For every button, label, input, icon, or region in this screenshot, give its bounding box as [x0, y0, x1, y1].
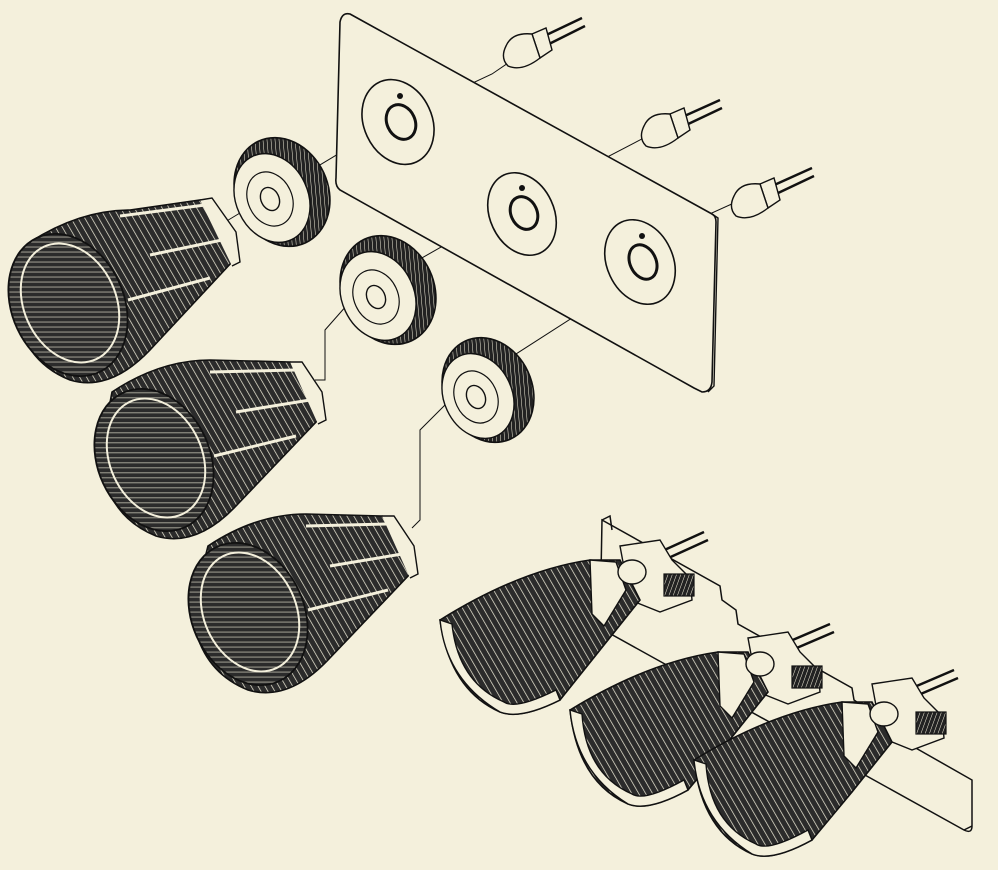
reflector-2 — [93, 359, 327, 540]
gear-2 — [339, 234, 437, 346]
reflector-1 — [7, 197, 241, 384]
plate-hole-3 — [603, 218, 677, 306]
led-2 — [640, 98, 723, 149]
reflector-3 — [187, 513, 419, 694]
mounting-plate — [335, 12, 719, 393]
gear-1 — [233, 136, 331, 248]
plate-hole-2 — [486, 171, 558, 257]
led-3 — [730, 166, 815, 219]
assembled-unit-1 — [439, 530, 709, 716]
plate-hole-1 — [361, 78, 435, 166]
assembled-unit-2 — [569, 622, 835, 807]
assembled-unit-3 — [693, 668, 959, 857]
led-1 — [502, 16, 586, 69]
gear-3 — [441, 336, 535, 444]
